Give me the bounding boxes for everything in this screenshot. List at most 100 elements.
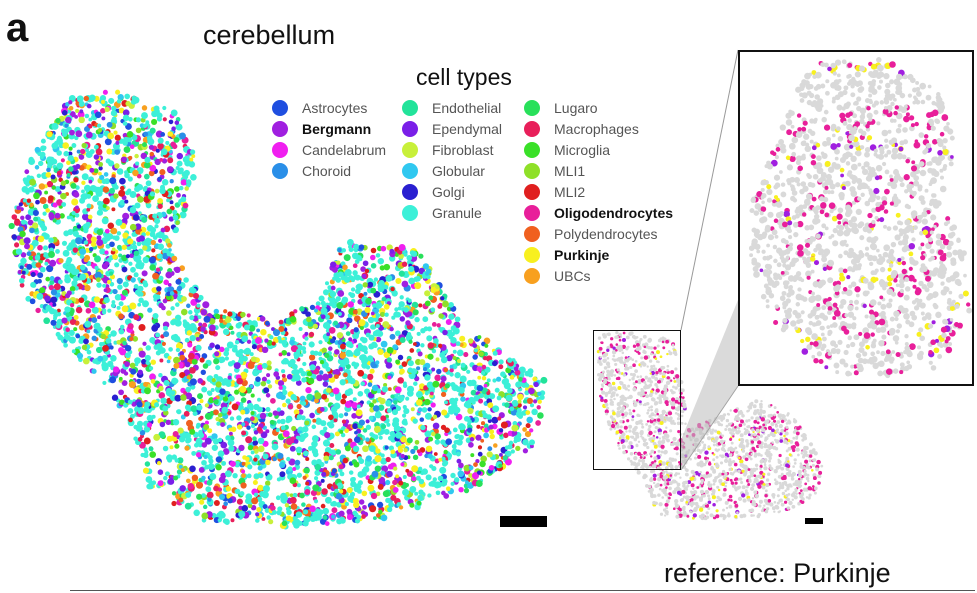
cell-point — [90, 236, 97, 243]
cell-point — [220, 422, 226, 427]
cell-point — [492, 350, 498, 356]
legend-label: Globular — [432, 162, 485, 179]
cell-point — [344, 389, 352, 397]
cell-point — [737, 496, 743, 502]
cell-point — [228, 427, 233, 432]
cell-point — [176, 469, 183, 475]
cell-point — [129, 191, 137, 198]
cell-point — [349, 491, 356, 498]
cell-point — [38, 183, 46, 190]
cell-point — [460, 362, 466, 368]
cell-point — [157, 469, 164, 475]
cell-point — [405, 320, 411, 326]
cell-point — [342, 264, 348, 271]
cell-point — [56, 137, 63, 143]
cell-point — [122, 114, 130, 122]
cell-point — [326, 421, 332, 427]
cell-point — [354, 518, 361, 524]
cell-point — [788, 500, 793, 506]
cell-point — [93, 322, 101, 330]
cell-point — [278, 352, 283, 357]
cell-point — [148, 170, 155, 177]
cell-point — [291, 425, 297, 432]
cell-point — [375, 360, 380, 365]
cell-point — [178, 185, 184, 191]
cell-point — [536, 405, 541, 410]
cell-point — [222, 328, 230, 336]
cell-point — [281, 377, 288, 383]
cell-point — [261, 362, 268, 369]
cell-point — [137, 369, 143, 375]
cell-point — [71, 349, 76, 354]
cell-point — [88, 117, 93, 122]
cell-point — [144, 450, 149, 454]
cell-point — [227, 439, 233, 445]
cell-point — [492, 405, 500, 413]
cell-point — [172, 214, 179, 221]
cell-point — [88, 274, 95, 280]
cell-point — [96, 209, 104, 216]
cell-point — [108, 187, 116, 194]
cell-point — [407, 367, 413, 373]
cell-point — [385, 497, 391, 504]
cell-point — [290, 394, 297, 401]
cell-point — [218, 476, 226, 484]
cell-point — [203, 455, 208, 459]
cell-point — [42, 145, 47, 150]
cell-point — [389, 430, 396, 437]
cell-point — [160, 227, 166, 233]
cell-point — [246, 313, 251, 318]
cell-point — [417, 351, 423, 357]
cell-point — [427, 353, 434, 360]
cell-point — [475, 480, 483, 488]
cell-point — [75, 205, 79, 210]
cell-point — [383, 428, 390, 435]
cell-point — [361, 362, 368, 369]
cell-point — [441, 409, 448, 416]
cell-point — [380, 311, 386, 317]
cell-point — [370, 262, 377, 269]
cell-point — [75, 130, 83, 138]
cell-point — [445, 318, 452, 326]
cell-point — [132, 214, 140, 221]
cell-point — [290, 503, 298, 510]
cell-point — [324, 281, 330, 286]
cell-point — [223, 309, 228, 314]
cell-point — [227, 375, 232, 380]
cell-point — [225, 435, 231, 441]
cell-point — [110, 303, 116, 308]
legend-item: Ependymal — [402, 118, 502, 139]
cell-point — [81, 193, 88, 200]
cell-point — [386, 346, 394, 354]
cell-point — [658, 487, 662, 491]
cell-point — [788, 453, 792, 457]
cell-point — [352, 263, 358, 269]
cell-point — [373, 425, 381, 433]
cell-point — [298, 367, 304, 374]
cell-point — [416, 500, 422, 506]
cell-point — [442, 329, 448, 336]
cell-point — [278, 319, 284, 325]
cell-point — [277, 380, 285, 387]
cell-point — [37, 244, 43, 251]
cell-point — [381, 386, 389, 393]
cell-point — [322, 439, 331, 447]
cell-point — [122, 121, 128, 126]
cell-point — [522, 399, 528, 404]
cell-point — [383, 303, 390, 310]
cell-point — [483, 383, 488, 388]
cell-point — [190, 174, 197, 181]
cell-point — [422, 316, 429, 323]
cell-point — [415, 390, 423, 398]
cell-point — [91, 368, 97, 374]
cell-point — [438, 326, 443, 331]
cell-point — [54, 185, 61, 193]
cell-point — [109, 241, 115, 248]
cell-point — [179, 265, 186, 272]
cell-point — [137, 436, 143, 442]
cell-point — [292, 364, 298, 370]
cell-point — [249, 384, 254, 389]
cell-point — [306, 316, 312, 323]
cell-point — [48, 212, 55, 219]
cell-point — [43, 317, 51, 325]
